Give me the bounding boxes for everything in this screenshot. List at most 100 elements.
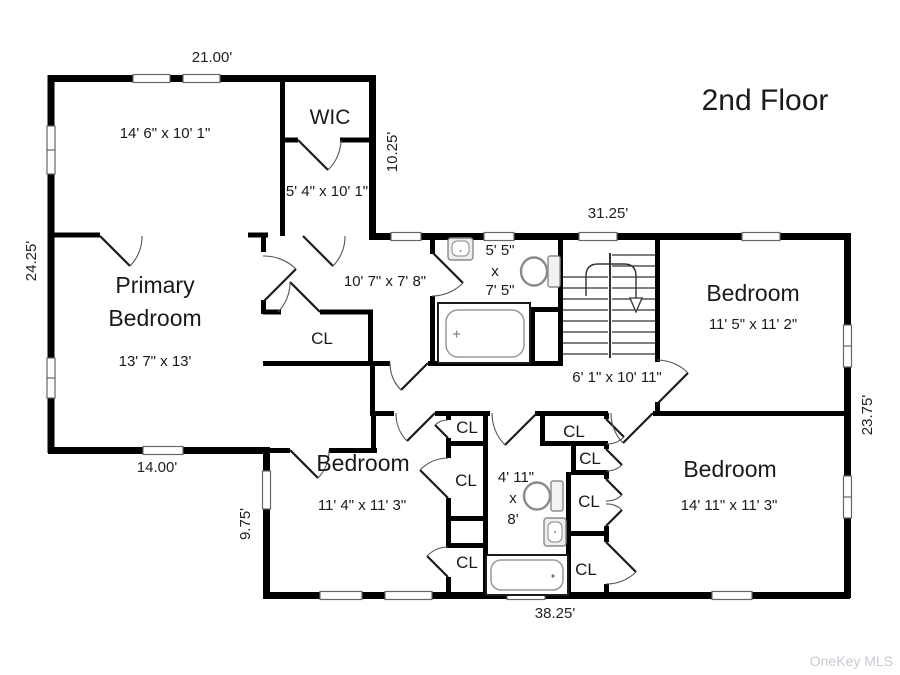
room-size: 14' 6" x 10' 1" [120,125,211,142]
stairs-icon [563,253,655,358]
door-arc [431,282,464,297]
door-leaf [400,362,429,391]
closet-label: CL [575,560,597,579]
sink-icon [543,517,567,547]
closet-label: CL [578,492,600,511]
room-label: Bedroom [316,450,409,476]
door-leaf [289,449,319,479]
window [711,590,753,601]
room-label: Bedroom [683,456,776,482]
door-leaf [262,268,297,303]
room-size: 13' 7" x 13' [119,353,192,370]
room-size: 8' [507,511,518,528]
door-arc [419,457,449,471]
door-arc [426,546,449,557]
window [142,445,184,456]
door-arc [656,359,689,374]
room-label: Bedroom [108,305,201,331]
room-bedroom-ne: Bedroom 11' 5" x 11' 2" [706,280,799,333]
door-leaf [605,448,623,466]
room-upper-hall: 10' 7" x 7' 8" [344,273,426,290]
door-arc [317,449,330,479]
room-size: x [509,490,517,507]
room-label: Bedroom [706,280,799,306]
stairs-down-arrow-icon [585,263,637,298]
dimension-label: 24.25' [23,241,40,282]
door-arc [434,419,449,426]
bathtub-icon [437,302,531,364]
windows [46,73,853,601]
room-label: Primary [115,272,195,298]
doors [99,139,689,585]
window [319,590,363,601]
door-leaf [431,251,464,284]
room-main-hall: 6' 1" x 10' 11" [572,369,662,386]
door-arc [332,235,346,267]
room-size: 4' 11" [498,469,534,486]
room-bedroom-sw: Bedroom 11' 4" x 11' 3" [316,450,409,514]
door-leaf [419,469,449,499]
room-size: 14' 11" x 11' 3" [681,497,778,514]
door-leafs [99,139,689,578]
window [132,73,171,84]
door-arc [262,255,297,270]
door-leaf [605,478,623,496]
room-size: 6' 1" x 10' 11" [572,369,662,386]
dimension-label: 31.25' [588,205,629,222]
window [182,73,221,84]
door-leaf [434,424,449,439]
closet-label: CL [311,329,333,348]
sink-icon [447,237,474,261]
door-leaf [99,235,131,267]
door-arc [327,139,342,171]
door-leaf [406,412,436,442]
door-arc [129,235,143,267]
door-leaf [656,372,689,405]
closet-label: CL [456,553,478,572]
door-leaf [605,541,637,573]
room-size: 5' 5" [485,242,514,259]
door-arc [395,412,408,442]
door-leaf [622,412,654,444]
toilet-icon [519,255,561,288]
window [578,231,618,242]
door-arc [605,464,623,472]
dimension-label: 14.00' [137,459,178,476]
closet-label: CL [455,471,477,490]
door-leaf [297,139,329,171]
room-sitting-area: 14' 6" x 10' 1" [120,125,211,142]
window [384,590,433,601]
closet-label: CL [563,422,585,441]
dimension-label: 21.00' [192,49,233,66]
room-size: 11' 4" x 11' 3" [318,497,406,514]
room-size: 5' 4" x 10' 1" [286,183,368,200]
door-arc [605,436,625,445]
closet-label: CL [579,449,601,468]
door-leaf [605,509,623,527]
bathtub-icon [485,554,569,596]
closet-label: CL [456,418,478,437]
room-lower-bathroom: 4' 11" x 8' [498,469,534,528]
watermark: OneKey MLS [810,653,893,669]
stairs-arrowhead-icon [629,297,643,314]
door-leaf [605,418,625,438]
room-size: 7' 5" [485,282,514,299]
window [483,231,515,242]
door-arc [389,362,402,391]
door-arc [610,412,624,444]
door-arc [605,571,637,585]
room-label: WIC [310,106,351,129]
room-bedroom-se: Bedroom 14' 11" x 11' 3" [681,456,778,514]
window [390,231,422,242]
room-wic: WIC 5' 4" x 10' 1" [286,106,368,200]
door-leaf [504,412,538,446]
window [741,231,781,242]
dimension-label: 38.25' [535,605,576,622]
door-leaf [289,281,321,313]
door-arc [605,503,623,511]
door-arc [605,494,623,502]
window [261,470,272,510]
room-size: x [491,263,499,280]
